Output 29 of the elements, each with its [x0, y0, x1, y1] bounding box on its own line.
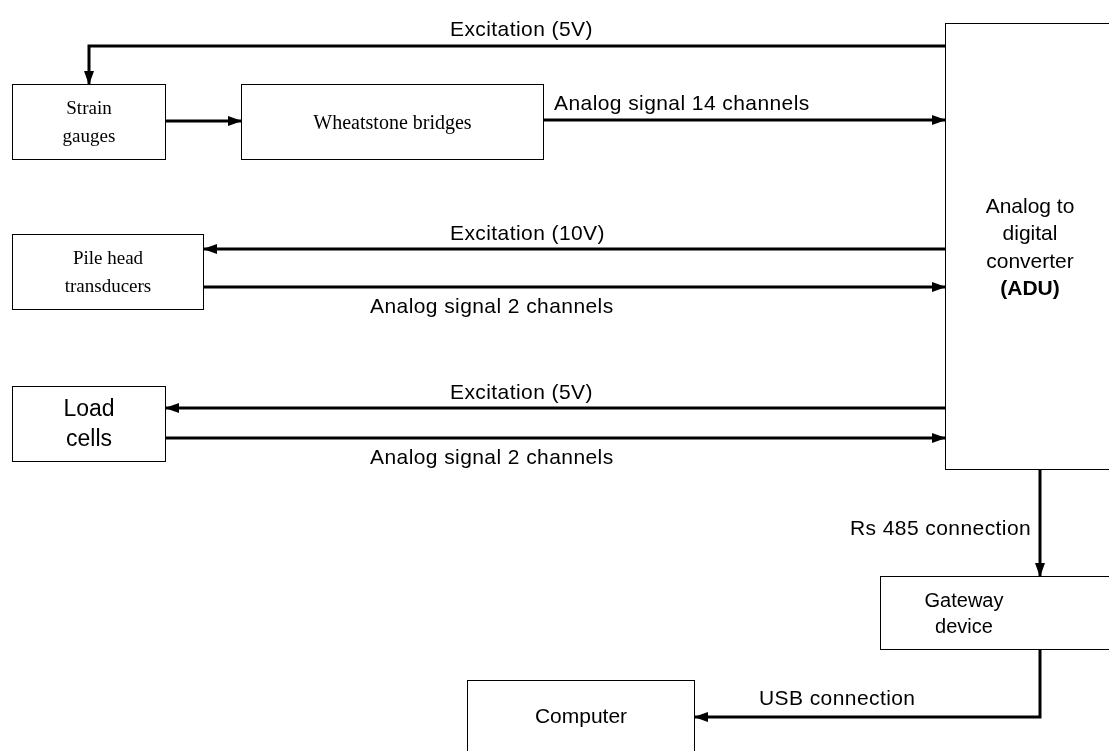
box-label: Computer	[534, 703, 628, 730]
process-box	[12, 84, 166, 160]
arrow	[204, 282, 946, 292]
box-label: Gateway device	[923, 588, 1005, 639]
arrow	[694, 650, 1042, 722]
arrow	[1035, 470, 1045, 577]
edge-label: Analog signal 14 channels	[552, 92, 812, 113]
edge-label: Analog signal 2 channels	[368, 295, 616, 316]
arrow	[203, 244, 945, 254]
edge-label: Analog signal 2 channels	[368, 446, 616, 467]
arrow	[166, 116, 242, 126]
box-label: Load cells	[62, 394, 116, 453]
arrow	[165, 403, 945, 413]
process-box	[945, 23, 1109, 470]
edge-label: Excitation (5V)	[448, 381, 595, 402]
box-label: Analog to digital converter (ADU)	[984, 192, 1076, 301]
process-box	[12, 234, 204, 310]
process-box	[12, 386, 166, 462]
edge-label: Excitation (10V)	[448, 222, 607, 243]
arrow	[84, 44, 945, 85]
process-box	[467, 680, 695, 751]
process-box	[880, 576, 1109, 650]
box-label: Wheatstone bridges	[313, 110, 472, 136]
box-label: Pile head transducers	[63, 246, 153, 298]
process-box	[241, 84, 544, 160]
arrow	[544, 115, 946, 125]
arrow	[166, 433, 946, 443]
box-label: Strain gauges	[61, 96, 117, 148]
edge-label: Excitation (5V)	[448, 18, 595, 39]
